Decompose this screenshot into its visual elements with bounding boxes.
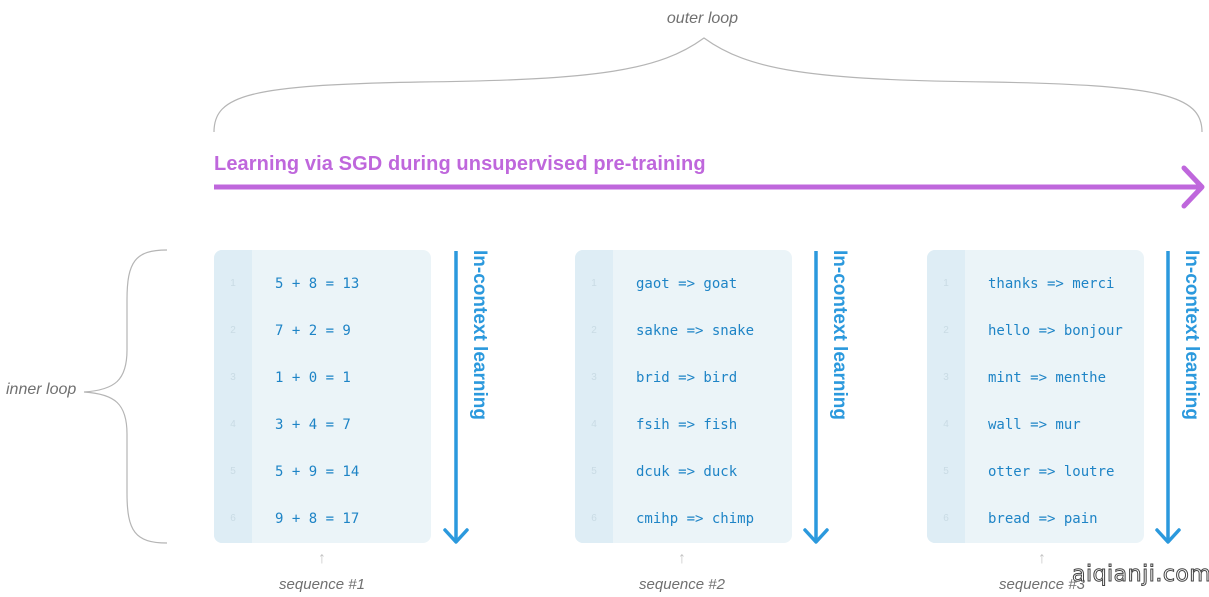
- code-text: cmihp => chimp: [636, 511, 755, 527]
- sequence-card-3: 1 thanks => merci 2 hello => bonjour 3 mint =…: [927, 250, 1144, 543]
- line-number: 6: [230, 513, 236, 524]
- icl-label-text: In-context learning: [469, 250, 490, 420]
- line-number-gutter: [575, 250, 613, 543]
- code-line: 6 cmihp => chimp: [575, 509, 792, 529]
- code-text: 3 + 4 = 7: [275, 417, 351, 433]
- code-line: 6 bread => pain: [927, 509, 1144, 529]
- line-number: 5: [943, 466, 949, 477]
- line-number: 1: [591, 278, 597, 289]
- line-number: 4: [943, 419, 949, 430]
- code-text: 1 + 0 = 1: [275, 370, 351, 386]
- code-line: 1 gaot => goat: [575, 274, 792, 294]
- line-number: 5: [591, 466, 597, 477]
- line-number-gutter: [927, 250, 965, 543]
- line-number: 5: [230, 466, 236, 477]
- code-text: mint => menthe: [988, 370, 1107, 386]
- icl-label-3: In-context learning: [1176, 250, 1206, 450]
- line-number: 4: [230, 419, 236, 430]
- icl-arrow-3: [1155, 251, 1181, 544]
- outer-loop-label: outer loop: [666, 10, 739, 27]
- code-line: 4 3 + 4 = 7: [214, 415, 431, 435]
- code-line: 3 1 + 0 = 1: [214, 368, 431, 388]
- sequence-label-3: sequence #3: [999, 576, 1085, 593]
- code-line: 3 mint => menthe: [927, 368, 1144, 388]
- inner-loop-brace: [83, 249, 168, 544]
- icl-arrow-2: [803, 251, 829, 544]
- code-text: dcuk => duck: [636, 464, 738, 480]
- code-line: 6 9 + 8 = 17: [214, 509, 431, 529]
- inner-loop-label: inner loop: [6, 381, 77, 398]
- code-line: 5 dcuk => duck: [575, 462, 792, 482]
- code-text: hello => bonjour: [988, 323, 1123, 339]
- code-line: 5 5 + 9 = 14: [214, 462, 431, 482]
- sequence-label-2: sequence #2: [639, 576, 725, 593]
- line-number-gutter: [214, 250, 252, 543]
- icl-arrow-1: [443, 251, 469, 544]
- code-text: sakne => snake: [636, 323, 755, 339]
- line-number: 6: [591, 513, 597, 524]
- code-text: thanks => merci: [988, 276, 1115, 292]
- outer-loop-brace: [213, 37, 1203, 133]
- line-number: 1: [943, 278, 949, 289]
- code-text: fsih => fish: [636, 417, 738, 433]
- code-line: 5 otter => loutre: [927, 462, 1144, 482]
- code-line: 2 7 + 2 = 9: [214, 321, 431, 341]
- sequence-label-1: sequence #1: [279, 576, 365, 593]
- line-number: 1: [230, 278, 236, 289]
- sgd-title: Learning via SGD during unsupervised pre…: [214, 153, 706, 175]
- sequence-card-1: 1 5 + 8 = 13 2 7 + 2 = 9 3 1 + 0 = 1 4 3 + 4 = …: [214, 250, 431, 543]
- line-number: 2: [943, 325, 949, 336]
- code-text: brid => bird: [636, 370, 738, 386]
- line-number: 4: [591, 419, 597, 430]
- watermark: aiqianji.com: [1071, 562, 1209, 588]
- code-text: gaot => goat: [636, 276, 738, 292]
- code-text: 7 + 2 = 9: [275, 323, 351, 339]
- icl-label-text: In-context learning: [1181, 250, 1202, 420]
- icl-label-text: In-context learning: [829, 250, 850, 420]
- up-arrow-icon: ↑: [678, 550, 686, 567]
- line-number: 6: [943, 513, 949, 524]
- code-line: 2 hello => bonjour: [927, 321, 1144, 341]
- code-text: otter => loutre: [988, 464, 1115, 480]
- line-number: 3: [230, 372, 236, 383]
- code-line: 4 fsih => fish: [575, 415, 792, 435]
- icl-label-2: In-context learning: [824, 250, 854, 450]
- sequence-card-2: 1 gaot => goat 2 sakne => snake 3 brid => bir…: [575, 250, 792, 543]
- code-text: 5 + 8 = 13: [275, 276, 360, 292]
- up-arrow-icon: ↑: [318, 550, 326, 567]
- code-text: bread => pain: [988, 511, 1098, 527]
- line-number: 2: [230, 325, 236, 336]
- code-line: 3 brid => bird: [575, 368, 792, 388]
- icl-label-1: In-context learning: [464, 250, 494, 450]
- line-number: 2: [591, 325, 597, 336]
- line-number: 3: [591, 372, 597, 383]
- sgd-arrow-head: [1181, 165, 1205, 209]
- code-text: 5 + 9 = 14: [275, 464, 360, 480]
- line-number: 3: [943, 372, 949, 383]
- code-line: 1 5 + 8 = 13: [214, 274, 431, 294]
- code-text: wall => mur: [988, 417, 1081, 433]
- code-line: 2 sakne => snake: [575, 321, 792, 341]
- up-arrow-icon: ↑: [1038, 550, 1046, 567]
- code-line: 4 wall => mur: [927, 415, 1144, 435]
- code-text: 9 + 8 = 17: [275, 511, 360, 527]
- code-line: 1 thanks => merci: [927, 274, 1144, 294]
